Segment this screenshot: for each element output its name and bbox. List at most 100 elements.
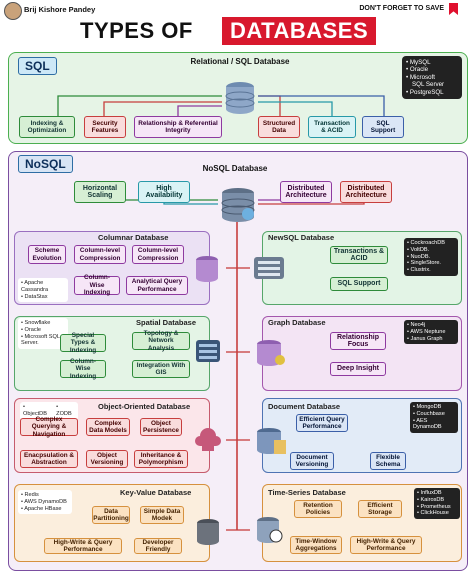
- sql-feature-structured: Structured Data: [258, 116, 300, 138]
- graph-box: Deep Insight: [330, 362, 386, 376]
- spatial-box: Integration With GIS: [132, 360, 190, 378]
- columnar-box: Column-level Compression: [132, 245, 184, 264]
- timeseries-example: ClickHouse: [417, 510, 457, 517]
- spatial-box: Topology & Network Analysis: [132, 330, 190, 352]
- columnar-example: DataStax: [21, 294, 65, 301]
- newsql-box: Transactions & ACID: [330, 246, 388, 264]
- nosql-feature-distributed-2: Distributed Architecture: [340, 181, 392, 203]
- nosql-center-label: NoSQL Database: [202, 164, 268, 173]
- object-box: Enacpsulation & Abstraction: [20, 450, 78, 468]
- timeseries-box: Time-Window Aggregations: [290, 536, 342, 554]
- sql-example: SQL Server: [412, 81, 445, 89]
- sql-tag: SQL: [18, 57, 57, 75]
- object-box: Complex Querying & Navigation: [20, 416, 78, 438]
- graph-example: Janus Graph: [407, 336, 455, 343]
- sql-feature-sql-support: SQL Support: [362, 116, 404, 138]
- object-example: ZODB: [56, 404, 75, 418]
- graph-examples: Neo4j AWS Neptune Janus Graph: [404, 320, 458, 345]
- document-examples: MongoDB Couchbase AES DynamoDB: [410, 402, 458, 434]
- sql-database-icon: [222, 80, 258, 116]
- sql-feature-security: Security Features: [84, 116, 126, 138]
- keyvalue-box: Developer Friendly: [134, 538, 182, 554]
- keyvalue-examples: Redis AWS DynamoDB Apache HBase: [18, 490, 72, 515]
- nosql-feature-high-availability: High Availability: [138, 181, 190, 203]
- sql-example: Microsoft: [406, 74, 458, 81]
- object-examples: ObjectDB ZODB: [20, 402, 78, 420]
- keyvalue-box: High-Write & Query Performance: [44, 538, 122, 554]
- spatial-example: Snowflake: [21, 320, 65, 327]
- graph-title: Graph Database: [268, 318, 326, 327]
- object-title: Object-Oriented Database: [98, 402, 191, 411]
- columnar-box: Column-level Compression: [74, 245, 126, 264]
- graph-db-icon: [254, 338, 288, 368]
- newsql-example: VoltDB.: [407, 247, 455, 254]
- newsql-example: Clustrix.: [407, 267, 455, 274]
- object-db-icon: [194, 426, 222, 454]
- nosql-tag: NoSQL: [18, 155, 73, 173]
- spatial-title: Spatial Database: [136, 318, 197, 327]
- sql-feature-indexing: Indexing & Optimization: [19, 116, 75, 138]
- object-box: Object Persistence: [140, 418, 182, 436]
- newsql-example: CockroachDB: [407, 240, 455, 247]
- newsql-box: SQL Support: [330, 277, 388, 291]
- object-example: ObjectDB: [23, 404, 50, 418]
- timeseries-db-icon: [254, 516, 284, 544]
- keyvalue-example: Redis: [21, 492, 69, 499]
- graph-example: Neo4j: [407, 322, 455, 329]
- nosql-feature-distributed-1: Distributed Architecture: [280, 181, 332, 203]
- newsql-server-icon: [252, 255, 288, 281]
- sql-feature-relationship: Relationship & Referential Integrity: [134, 116, 222, 138]
- sql-example: Oracle: [406, 66, 458, 73]
- columnar-box: Column-Wise Indexing: [74, 274, 120, 296]
- timeseries-title: Time-Series Database: [268, 488, 346, 497]
- newsql-example: NuoDB.: [407, 254, 455, 261]
- object-box: Object Versioning: [86, 450, 128, 468]
- spatial-db-icon: [194, 338, 224, 366]
- sql-feature-transaction: Transaction & ACID: [308, 116, 356, 138]
- columnar-db-icon: [194, 255, 220, 283]
- columnar-examples: Apache Cassandra DataStax: [18, 278, 68, 303]
- sql-center-label: Relational / SQL Database: [190, 57, 290, 66]
- title-part2: DATABASES: [222, 17, 377, 45]
- graph-box: Relationship Focus: [330, 332, 386, 350]
- document-example: Couchbase: [413, 411, 455, 418]
- spatial-examples: Snowflake Oracle Microsoft SQL Server.: [18, 318, 68, 350]
- keyvalue-example: AWS DynamoDB: [21, 499, 69, 506]
- object-box: Complex Data Models: [86, 418, 130, 436]
- newsql-title: NewSQL Database: [268, 233, 335, 242]
- spatial-box: Column-Wise Indexing: [60, 358, 106, 380]
- document-example: MongoDB: [413, 404, 455, 411]
- spatial-example: Oracle: [21, 327, 65, 334]
- document-title: Document Database: [268, 402, 341, 411]
- keyvalue-box: Simple Data Modek: [140, 506, 184, 524]
- nosql-database-icon: [218, 186, 258, 224]
- keyvalue-box: Data Partitioning: [92, 506, 130, 524]
- graph-example: AWS Neptune: [407, 329, 455, 336]
- title-part1: TYPES OF: [80, 18, 193, 43]
- sql-example: PostgreSQL: [406, 89, 458, 96]
- document-box: Flexible Schema: [370, 452, 406, 470]
- columnar-example: Apache Cassandra: [21, 280, 65, 294]
- object-box: Inheritance & Polymorphism: [134, 450, 188, 468]
- nosql-feature-horizontal-scaling: Horizontal Scaling: [74, 181, 126, 203]
- columnar-box: Analytical Query Performance: [126, 276, 188, 295]
- document-db-icon: [254, 426, 288, 456]
- author-avatar: [4, 2, 22, 20]
- columnar-box: Scheme Evolution: [28, 245, 66, 264]
- save-reminder: DON'T FORGET TO SAVE: [359, 5, 444, 12]
- document-box: Document Versioning: [290, 452, 334, 470]
- document-example: AES DynamoDB: [413, 418, 455, 432]
- spatial-example: Microsoft SQL Server.: [21, 334, 65, 348]
- keyvalue-title: Key-Value Database: [120, 488, 192, 497]
- timeseries-box: High-Write & Query Performance: [350, 536, 422, 554]
- timeseries-example: KairosDB: [417, 497, 457, 504]
- author-name: Brij Kishore Pandey: [24, 5, 96, 14]
- timeseries-box: Retention Policies: [294, 500, 342, 518]
- newsql-examples: CockroachDB VoltDB. NuoDB. SingleStore. …: [404, 238, 458, 276]
- bookmark-icon: [449, 3, 458, 15]
- spatial-box: Special Types & Indexing: [60, 332, 106, 354]
- newsql-example: SingleStore.: [407, 260, 455, 267]
- keyvalue-db-icon: [194, 518, 222, 546]
- columnar-title: Columnar Database: [98, 233, 169, 242]
- document-box: Efficient Query Performance: [296, 414, 348, 432]
